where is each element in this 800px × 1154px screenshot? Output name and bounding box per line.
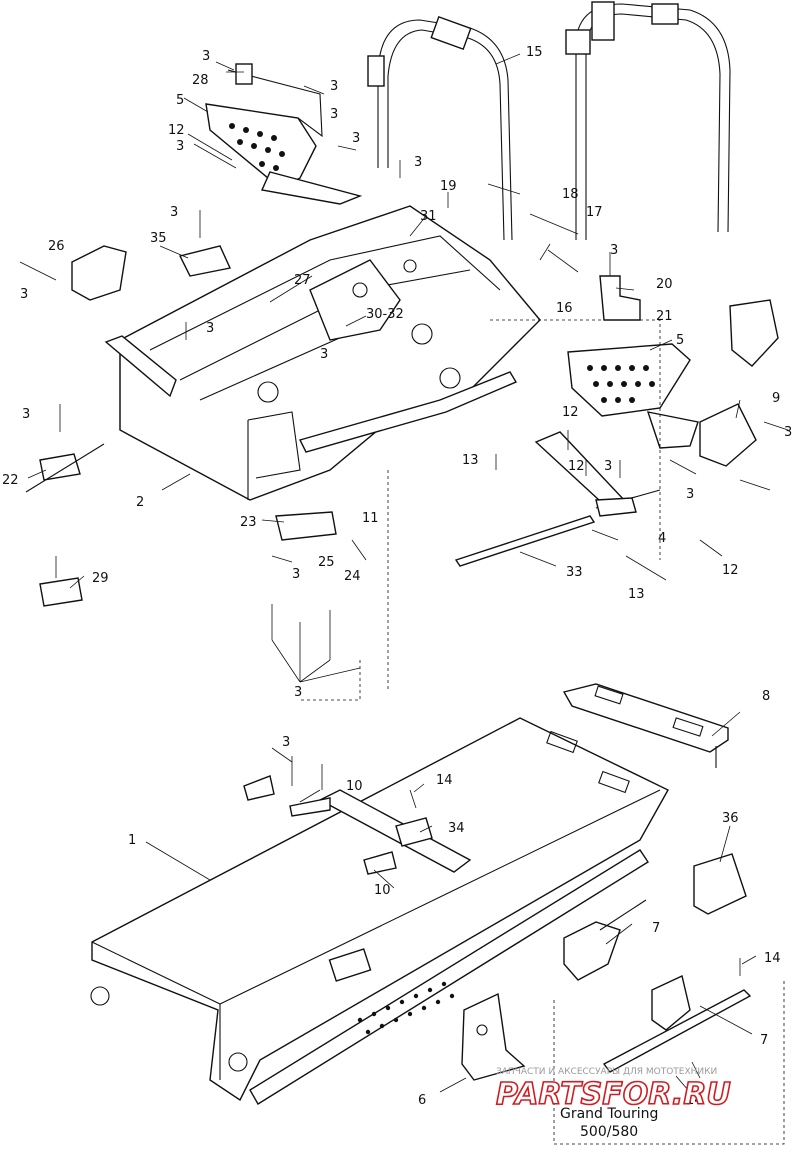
- callout-label: 3: [686, 487, 694, 502]
- callout-label: 22: [2, 473, 19, 488]
- callout-label: 10: [346, 779, 363, 794]
- watermark-tagline: ЗАПЧАСТИ И АКСЕССУАРЫ ДЛЯ МОТОТЕХНИКИ: [496, 1067, 717, 1077]
- callout-label: 3: [604, 459, 612, 474]
- callout-label: 3: [176, 139, 184, 154]
- callout-label: 5: [676, 333, 684, 348]
- callout-label: 14: [764, 951, 781, 966]
- guide-dashed: [298, 319, 661, 701]
- callout-label: 12: [168, 123, 185, 138]
- callout-label: 12: [722, 563, 739, 578]
- callout-label: 3: [22, 407, 30, 422]
- callout-label: 12: [562, 405, 579, 420]
- callout-label: 19: [440, 179, 457, 194]
- callout-label: 16: [556, 301, 573, 316]
- callout-label: 17: [586, 205, 603, 220]
- callout-label: 15: [526, 45, 543, 60]
- model-caption-line2: 500/580: [580, 1124, 638, 1140]
- callout-label: 3: [784, 425, 792, 440]
- callout-label: 35: [150, 231, 167, 246]
- callout-label: 5: [176, 93, 184, 108]
- pivot-arm: [534, 431, 661, 517]
- callout-label: 31: [420, 209, 437, 224]
- callout-label: 24: [344, 569, 361, 584]
- callout-label: 3: [330, 79, 338, 94]
- callout-label: 26: [48, 239, 65, 254]
- watermark: ЗАПЧАСТИ И АКСЕССУАРЫ ДЛЯ МОТОТЕХНИКИ PA…: [495, 1067, 731, 1113]
- tunnel: [90, 717, 669, 1105]
- callout-label: 13: [628, 587, 645, 602]
- part-7-bracket: [563, 899, 647, 981]
- steering-support-loop: [367, 15, 513, 241]
- footrest-left: [205, 63, 363, 205]
- model-caption-line1: Grand Touring: [560, 1106, 658, 1122]
- bracket-20-21: [599, 275, 641, 321]
- callout-label: 2: [136, 495, 144, 510]
- callout-label: 18: [562, 187, 579, 202]
- callout-label: 20: [656, 277, 673, 292]
- callout-label: 3: [206, 321, 214, 336]
- callout-label: 33: [566, 565, 583, 580]
- support-34: [243, 775, 472, 875]
- callout-label: 29: [92, 571, 109, 586]
- plate-8: [562, 683, 729, 768]
- part-6-bracket: [461, 992, 526, 1081]
- model-inset: [553, 975, 785, 1145]
- model-caption: Grand Touring 500/580: [560, 1106, 658, 1140]
- callout-label: 34: [448, 821, 465, 836]
- callout-label: 25: [318, 555, 335, 570]
- callout-labels: 3 28 3 5 12 3 3 3 15 19 18 17 31 3 35 26…: [2, 45, 792, 1108]
- callout-label: 3: [170, 205, 178, 220]
- callout-label: 14: [686, 1093, 703, 1108]
- callout-label: 14: [436, 773, 453, 788]
- callout-label: 11: [362, 511, 379, 526]
- callout-label: 28: [192, 73, 209, 88]
- callout-label: 1: [128, 833, 136, 848]
- leaders-lower: [145, 711, 757, 1093]
- callout-label: 3: [320, 347, 328, 362]
- bracket-23: [275, 511, 337, 541]
- callout-label: 8: [762, 689, 770, 704]
- callout-label: 3: [610, 243, 618, 258]
- callout-label: 3: [20, 287, 28, 302]
- watermark-logo: PARTSFOR.RU: [496, 1077, 731, 1112]
- callout-label: 3: [352, 131, 360, 146]
- callout-label: 6: [418, 1093, 426, 1108]
- callout-label: 12: [568, 459, 585, 474]
- callout-label: 9: [772, 391, 780, 406]
- callout-label: 23: [240, 515, 257, 530]
- leaders-upper: [27, 53, 741, 683]
- callout-label: 3: [202, 49, 210, 64]
- callout-label: 3: [294, 685, 302, 700]
- bracket-26: [71, 245, 127, 301]
- part-36: [693, 853, 747, 915]
- rear-steering-loop: [565, 1, 731, 240]
- upper-frame: [104, 205, 541, 501]
- bracket-35: [178, 245, 232, 277]
- callout-label: 13: [462, 453, 479, 468]
- callout-label: 4: [658, 531, 666, 546]
- fasteners-lower: [291, 756, 741, 1079]
- callout-label: 27: [294, 273, 311, 288]
- callout-label: 30-32: [366, 307, 404, 322]
- block-22: [25, 443, 105, 493]
- callout-label: 3: [282, 735, 290, 750]
- callout-label: 7: [760, 1033, 768, 1048]
- callout-label: 7: [652, 921, 660, 936]
- callout-label: 36: [722, 811, 739, 826]
- callout-label: 10: [374, 883, 391, 898]
- callout-label: 3: [414, 155, 422, 170]
- block-29: [39, 577, 83, 607]
- footrest-right: [567, 299, 779, 467]
- callout-label: 21: [656, 309, 673, 324]
- fasteners-upper: [19, 71, 789, 660]
- callout-label: 3: [330, 107, 338, 122]
- rod-33: [454, 515, 596, 567]
- callout-label: 3: [292, 567, 300, 582]
